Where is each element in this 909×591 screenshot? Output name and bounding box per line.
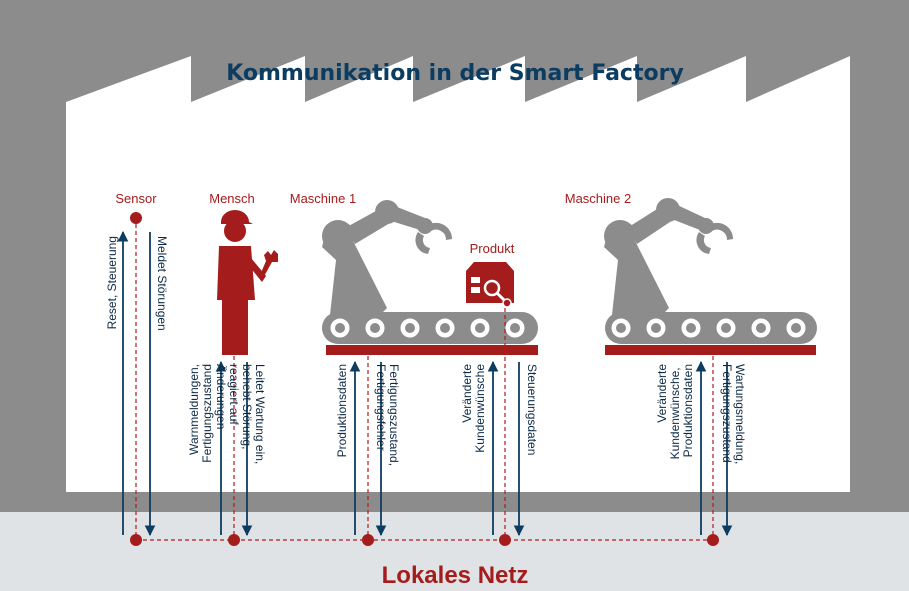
flow-label-9: VeränderteKundenwünsche, Produktionsdate…: [655, 364, 695, 460]
flow-label-8: Steuerungsdaten: [525, 364, 539, 455]
flow-label-3: Warnmeldungen,Fertigungszustand: [187, 364, 214, 463]
conveyor-belt-icon-1: [322, 312, 538, 355]
flow-label-7: VeränderteKundenwünsche: [460, 364, 487, 453]
product-icon: [466, 262, 514, 308]
network-drops: [135, 224, 714, 540]
label-maschine-2: Maschine 2: [565, 191, 631, 206]
label-maschine-1: Maschine 1: [290, 191, 356, 206]
label-sensor: Sensor: [115, 191, 157, 206]
network-label: Lokales Netz: [382, 562, 529, 589]
diagram-title: Kommunikation in der Smart Factory: [226, 61, 684, 86]
robot-arm-icon-2: [604, 198, 734, 315]
flow-label-1: Reset, Steuerung: [105, 236, 119, 329]
flow-label-10: Wartungsmeldung,Fertigungszustand: [720, 364, 747, 464]
person-with-wrench-icon: [217, 210, 278, 355]
label-produkt: Produkt: [470, 241, 515, 256]
robot-arm-icon-1: [322, 200, 453, 315]
conveyor-belt-icon-2: [605, 312, 817, 355]
factory-interior: [66, 56, 850, 492]
factory-roof-band: [66, 22, 850, 102]
network-nodes: [130, 534, 719, 546]
flow-label-2: Meldet Störungen: [155, 236, 169, 331]
label-mensch: Mensch: [209, 191, 255, 206]
flow-label-6: Fertigungszustand,Fertigungsfehler: [374, 364, 401, 466]
flow-label-5: Produktionsdaten: [335, 364, 349, 457]
flow-label-4: Leitet Wartung ein,behebt Störung, reagi…: [214, 364, 267, 464]
flow-labels: Reset, Steuerung Meldet Störungen Warnme…: [105, 236, 747, 466]
sensor-icon: [130, 212, 142, 224]
flow-arrows: [117, 230, 733, 537]
